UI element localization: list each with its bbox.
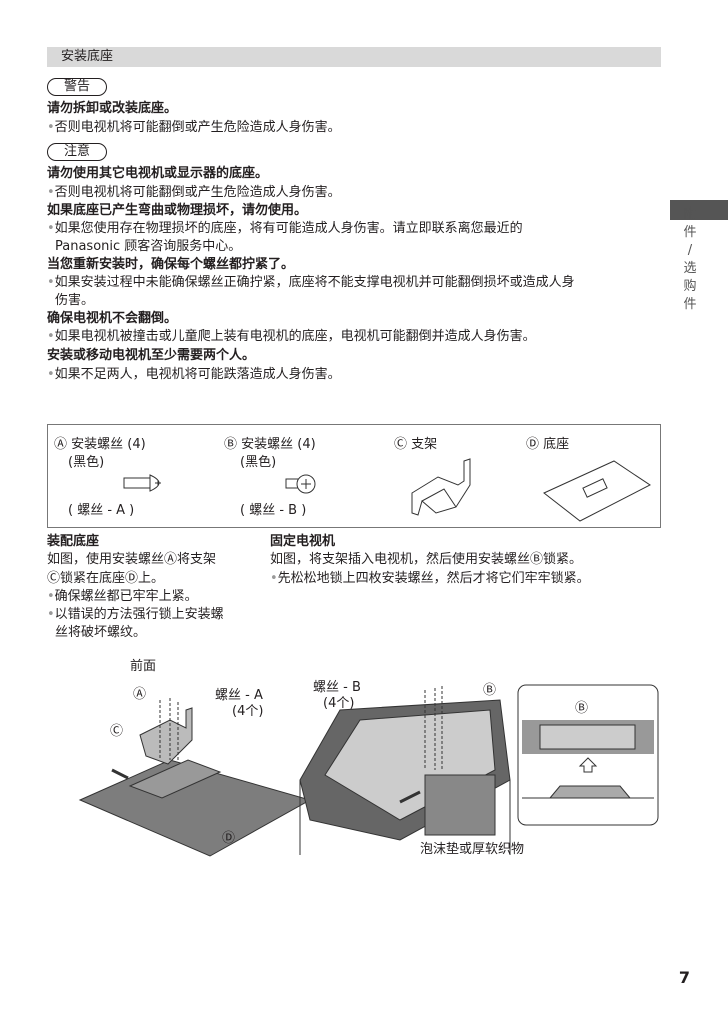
assemble-heading: 装配底座 [47,534,100,549]
side-char: 件 [683,225,697,240]
side-tab-label: 附件/选购件 [682,206,698,314]
page-number: 7 [678,968,690,987]
fix-bullet: •先松松地锁上四枚安装螺丝，然后才将它们牢牢锁紧。 [270,571,590,586]
part-a-caption: ( 螺丝 - A ) [68,503,135,518]
caution-bullet: •如果不足两人，电视机将可能跌落造成人身伤害。 [47,367,341,382]
fig-callout-c: Ⓒ [110,724,124,739]
bullet-text: 先松松地锁上四枚安装螺丝，然后才将它们牢牢锁紧。 [277,571,590,586]
side-char: / [687,243,693,258]
parts-box: Ⓐ 安装螺丝 (4) (黑色) ( 螺丝 - A ) Ⓑ 安装螺丝 (4) (黑… [47,424,661,528]
caution-bullet: •如果安装过程中未能确保螺丝正确拧紧，底座将不能支撑电视机并可能翻倒损坏或造成人… [47,275,575,290]
part-c-name: Ⓒ 支架 [394,437,438,452]
side-tab-marker [670,200,728,220]
fig-qty-b: (4个) [323,696,355,711]
part-b-caption: ( 螺丝 - B ) [240,503,307,518]
caution-heading: 如果底座已产生弯曲或物理损坏，请勿使用。 [47,203,308,218]
warning-heading: 请勿拆卸或改装底座。 [47,101,178,116]
part-b-color: (黑色) [240,455,277,470]
part-a-name: Ⓐ 安装螺丝 (4) [54,437,146,452]
assemble-line: Ⓒ锁紧在底座Ⓓ上。 [47,571,165,586]
fig-foam-label: 泡沫垫或厚软织物 [420,842,525,857]
caution-heading: 安装或移动电视机至少需要两个人。 [47,348,256,363]
bullet-text: 否则电视机将可能翻倒或产生危险造成人身伤害。 [54,185,341,200]
bullet-text: 如果您使用存在物理损坏的底座，将有可能造成人身伤害。请立即联系离您最近的 [54,221,523,236]
assemble-line: 如图，使用安装螺丝Ⓐ将支架 [47,552,217,567]
warning-bullet: •否则电视机将可能翻倒或产生危险造成人身伤害。 [47,120,341,135]
fig-callout-d: Ⓓ [222,831,236,846]
section-title: 安装底座 [47,47,661,67]
fig-front-label: 前面 [130,659,157,674]
caution-bullet-cont: Panasonic 顾客咨询服务中心。 [55,239,242,254]
assemble-bullet-cont: 丝将破坏螺纹。 [55,625,147,640]
fix-line: 如图，将支架插入电视机，然后使用安装螺丝Ⓑ锁紧。 [270,552,583,567]
caution-bullet: •如果电视机被撞击或儿童爬上装有电视机的底座，电视机可能翻倒并造成人身伤害。 [47,329,536,344]
assembly-illustration [78,684,659,857]
assemble-bullet: •确保螺丝都已牢牢上紧。 [47,589,198,604]
caution-bullet-cont: 伤害。 [55,293,95,308]
caution-heading: 当您重新安装时，确保每个螺丝都拧紧了。 [47,257,295,272]
fig-qty-a: (4个) [232,704,264,719]
side-char: 附 [683,207,697,222]
caution-heading: 请勿使用其它电视机或显示器的底座。 [47,166,269,181]
bullet-text: 以错误的方法强行锁上安装螺 [54,607,224,622]
warning-label: 警告 [47,78,108,96]
fig-screw-b: 螺丝 - B [313,680,361,695]
bracket-icon [411,458,471,516]
bullet-text: 如果电视机被撞击或儿童爬上装有电视机的底座，电视机可能翻倒并造成人身伤害。 [54,329,536,344]
caution-bullet: •如果您使用存在物理损坏的底座，将有可能造成人身伤害。请立即联系离您最近的 [47,221,523,236]
fig-callout-a: Ⓐ [133,687,147,702]
fig-screw-a: 螺丝 - A [215,688,263,703]
caution-heading: 确保电视机不会翻倒。 [47,311,178,326]
side-char: 选 [683,261,697,276]
screw-b-icon [285,474,316,494]
bullet-text: 否则电视机将可能翻倒或产生危险造成人身伤害。 [54,120,341,135]
fig-callout-b: Ⓑ [483,683,497,698]
part-a-color: (黑色) [68,455,105,470]
caution-label: 注意 [47,143,108,161]
fix-heading: 固定电视机 [270,534,336,549]
fig-callout-b-detail: Ⓑ [575,701,589,716]
screw-a-icon [123,474,161,492]
bullet-text: 如果不足两人，电视机将可能跌落造成人身伤害。 [54,367,341,382]
bullet-text: 如果安装过程中未能确保螺丝正确拧紧，底座将不能支撑电视机并可能翻倒损坏或造成人身 [54,275,575,290]
side-char: 购 [683,279,697,294]
base-plate-icon [543,460,651,522]
bullet-text: 确保螺丝都已牢牢上紧。 [54,589,198,604]
caution-bullet: •否则电视机将可能翻倒或产生危险造成人身伤害。 [47,185,341,200]
assemble-bullet: •以错误的方法强行锁上安装螺 [47,607,224,622]
side-char: 件 [683,297,697,312]
part-b-name: Ⓑ 安装螺丝 (4) [224,437,316,452]
part-d-name: Ⓓ 底座 [526,437,570,452]
